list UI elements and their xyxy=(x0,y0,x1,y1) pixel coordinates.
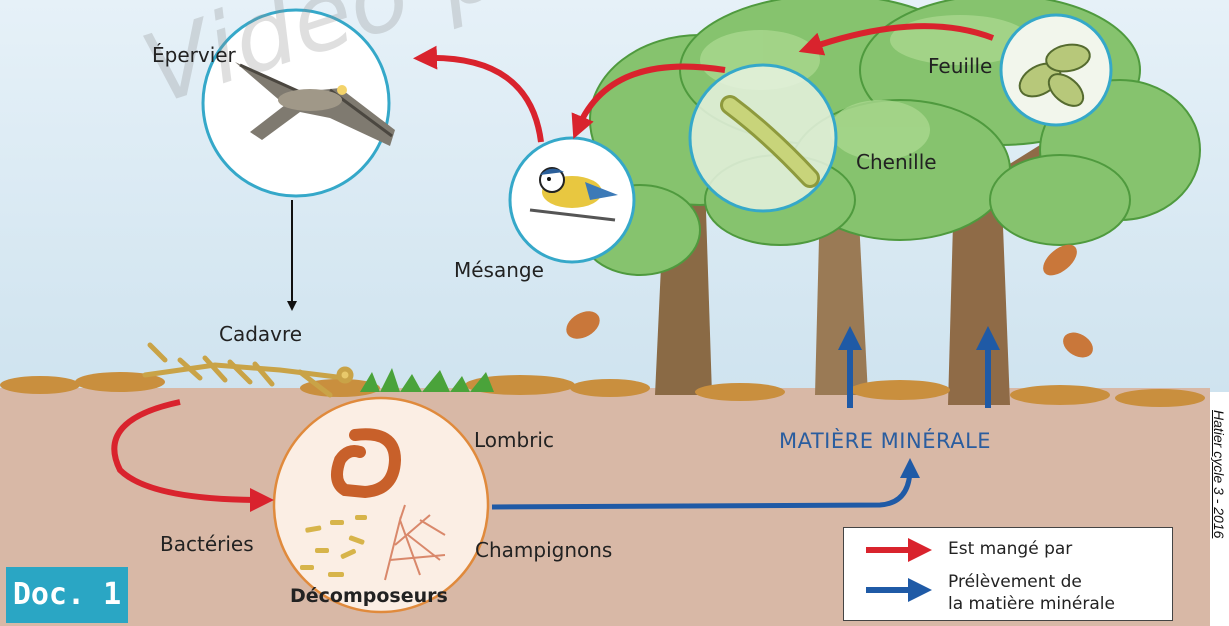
label-decomposeurs: Décomposeurs xyxy=(290,585,448,607)
decomposeurs-circle xyxy=(274,398,488,612)
label-cadavre: Cadavre xyxy=(219,322,302,346)
credit: Hatier cycle 3 - 2016 xyxy=(1207,410,1229,600)
legend: Est mangé par Prélèvement de la matière … xyxy=(843,527,1173,621)
label-bacteries: Bactéries xyxy=(160,532,254,556)
label-champignons: Champignons xyxy=(475,538,612,562)
label-mesange: Mésange xyxy=(454,258,544,282)
label-feuille: Feuille xyxy=(928,54,992,78)
legend-eaten-by: Est mangé par xyxy=(948,539,1072,559)
label-chenille: Chenille xyxy=(856,150,937,174)
doc-badge: Doc. 1 xyxy=(6,567,128,623)
credit-text: Hatier cycle 3 - 2016 xyxy=(1211,410,1227,538)
label-matiere-minerale: MATIÈRE MINÉRALE xyxy=(779,429,991,453)
label-lombric: Lombric xyxy=(474,428,554,452)
legend-uptake-line2: la matière minérale xyxy=(948,594,1115,614)
label-epervier: Épervier xyxy=(152,43,236,67)
legend-uptake-line1: Prélèvement de xyxy=(948,572,1082,592)
